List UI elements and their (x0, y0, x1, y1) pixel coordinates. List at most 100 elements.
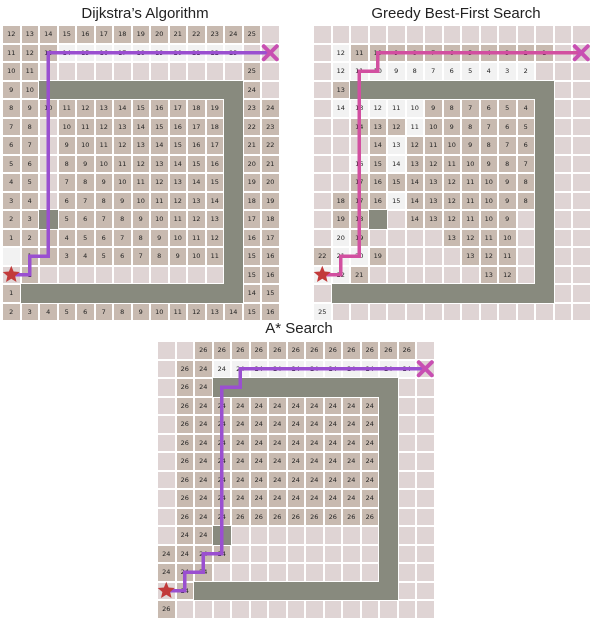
empty-cell (424, 302, 443, 321)
wall-cell (168, 284, 187, 303)
cost-cell: 26 (175, 489, 194, 508)
cost-cell: 24 (268, 452, 287, 471)
dijkstra-title: Dijkstra’s Algorithm (81, 5, 209, 22)
empty-cell (331, 25, 350, 44)
empty-cell (360, 563, 379, 582)
cost-cell: 26 (360, 341, 379, 360)
cost-cell: 24 (323, 489, 342, 508)
cost-cell: 24 (212, 470, 231, 489)
cost-cell: 24 (212, 415, 231, 434)
greedy-title: Greedy Best-First Search (371, 5, 541, 22)
cost-cell: 24 (268, 489, 287, 508)
cost-cell: 24 (249, 396, 268, 415)
cost-cell: 24 (157, 563, 176, 582)
empty-cell (157, 359, 176, 378)
wall-cell (342, 581, 361, 600)
cost-cell: 24 (194, 396, 213, 415)
wall-cell (350, 284, 369, 303)
wall-cell (212, 526, 231, 545)
empty-cell (268, 563, 287, 582)
cost-cell: 24 (175, 544, 194, 563)
cost-cell: 24 (194, 359, 213, 378)
empty-cell (175, 600, 194, 619)
cost-cell: 24 (286, 433, 305, 452)
cost-cell: 24 (194, 507, 213, 526)
cost-cell: 24 (212, 433, 231, 452)
empty-cell (157, 341, 176, 360)
wall-cell (442, 284, 461, 303)
wall-cell (212, 581, 231, 600)
empty-cell (416, 359, 435, 378)
cost-cell: 26 (231, 341, 250, 360)
cost-cell: 24 (212, 489, 231, 508)
empty-cell (397, 489, 416, 508)
wall-cell (360, 378, 379, 397)
empty-cell (397, 396, 416, 415)
empty-cell (194, 600, 213, 619)
cost-cell: 26 (175, 470, 194, 489)
cost-cell: 24 (231, 470, 250, 489)
empty-cell (572, 284, 591, 303)
cost-cell: 24 (231, 433, 250, 452)
empty-cell (397, 600, 416, 619)
empty-cell (360, 600, 379, 619)
cost-cell: 24 (286, 415, 305, 434)
cost-cell: 24 (305, 452, 324, 471)
empty-cell (461, 25, 480, 44)
cost-cell: 26 (231, 507, 250, 526)
cost-cell: 24 (342, 396, 361, 415)
empty-cell (261, 25, 280, 44)
cost-cell: 24 (224, 25, 243, 44)
cost-cell: 26 (360, 507, 379, 526)
cost-cell: 24 (342, 433, 361, 452)
empty-cell (572, 25, 591, 44)
empty-cell (157, 581, 176, 600)
wall-cell (187, 284, 206, 303)
empty-cell (286, 600, 305, 619)
empty-cell (268, 526, 287, 545)
wall-cell (305, 581, 324, 600)
cost-cell: 13 (20, 25, 39, 44)
empty-cell (397, 415, 416, 434)
cost-cell: 26 (305, 507, 324, 526)
cost-cell: 3 (20, 302, 39, 321)
cost-cell: 24 (286, 359, 305, 378)
wall-cell (342, 378, 361, 397)
wall-cell (94, 284, 113, 303)
empty-cell (424, 25, 443, 44)
cost-cell: 24 (194, 452, 213, 471)
empty-cell (516, 302, 535, 321)
empty-cell (249, 563, 268, 582)
empty-cell (350, 25, 369, 44)
wall-cell (535, 284, 554, 303)
wall-cell (387, 284, 406, 303)
cost-cell: 21 (168, 25, 187, 44)
cost-cell: 26 (175, 452, 194, 471)
wall-cell (379, 415, 398, 434)
empty-cell (379, 600, 398, 619)
empty-cell (397, 452, 416, 471)
cost-cell: 26 (175, 396, 194, 415)
empty-cell (535, 302, 554, 321)
empty-cell (249, 600, 268, 619)
empty-cell (231, 526, 250, 545)
empty-cell (416, 544, 435, 563)
wall-cell (286, 581, 305, 600)
cost-cell: 24 (379, 359, 398, 378)
cost-cell: 26 (157, 600, 176, 619)
empty-cell (175, 341, 194, 360)
wall-cell (461, 284, 480, 303)
cost-cell: 26 (175, 359, 194, 378)
wall-cell (249, 581, 268, 600)
wall-cell (150, 284, 169, 303)
empty-cell (360, 526, 379, 545)
cost-cell: 26 (175, 415, 194, 434)
cost-cell: 24 (268, 470, 287, 489)
empty-cell (387, 302, 406, 321)
cost-cell: 26 (268, 507, 287, 526)
wall-cell (249, 378, 268, 397)
cost-cell: 24 (342, 359, 361, 378)
wall-cell (424, 284, 443, 303)
wall-cell (379, 433, 398, 452)
wall-cell (268, 378, 287, 397)
